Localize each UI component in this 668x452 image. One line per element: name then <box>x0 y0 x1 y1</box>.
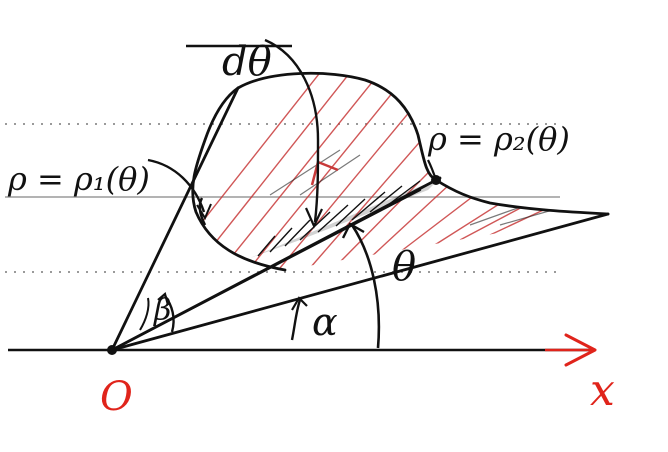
theta-arc-arrowhead <box>341 222 365 239</box>
curve-rho2 <box>236 71 610 216</box>
beta-arc-arrowhead <box>157 292 170 306</box>
ray-beta <box>110 86 240 352</box>
x-axis <box>8 333 597 367</box>
x-axis-arrowhead <box>564 333 597 367</box>
rho1-pointer <box>147 158 206 213</box>
origin-point <box>107 345 117 355</box>
rho2-point <box>431 175 441 185</box>
region-hatching <box>192 73 608 269</box>
ray-theta-plus-dtheta <box>110 188 422 352</box>
beta-label: β <box>153 293 171 328</box>
x-axis-label: x <box>590 365 615 416</box>
d-theta-wedge <box>250 178 440 258</box>
ray-alpha <box>110 212 610 352</box>
alpha-label: α <box>312 300 338 344</box>
rho2-label: ρ = ρ₂(θ) <box>427 120 570 158</box>
d-theta-label: dθ <box>222 39 272 85</box>
d-theta-pointer <box>186 38 323 229</box>
rho1-label: ρ = ρ₁(θ) <box>7 160 150 198</box>
rays <box>110 86 610 352</box>
rho1-pointer-arrowhead <box>196 203 212 221</box>
alpha-arc <box>290 299 302 341</box>
beta-arc-inner <box>139 297 150 331</box>
theta-arc <box>350 224 381 349</box>
angle-arcs <box>139 222 381 349</box>
alpha-arc-arrowhead <box>291 296 308 311</box>
d-theta-pointer-curve <box>264 38 320 223</box>
d-theta-pointer-arrowhead <box>304 207 323 229</box>
theta-label: θ <box>392 244 416 290</box>
origin-label: O <box>100 374 133 420</box>
